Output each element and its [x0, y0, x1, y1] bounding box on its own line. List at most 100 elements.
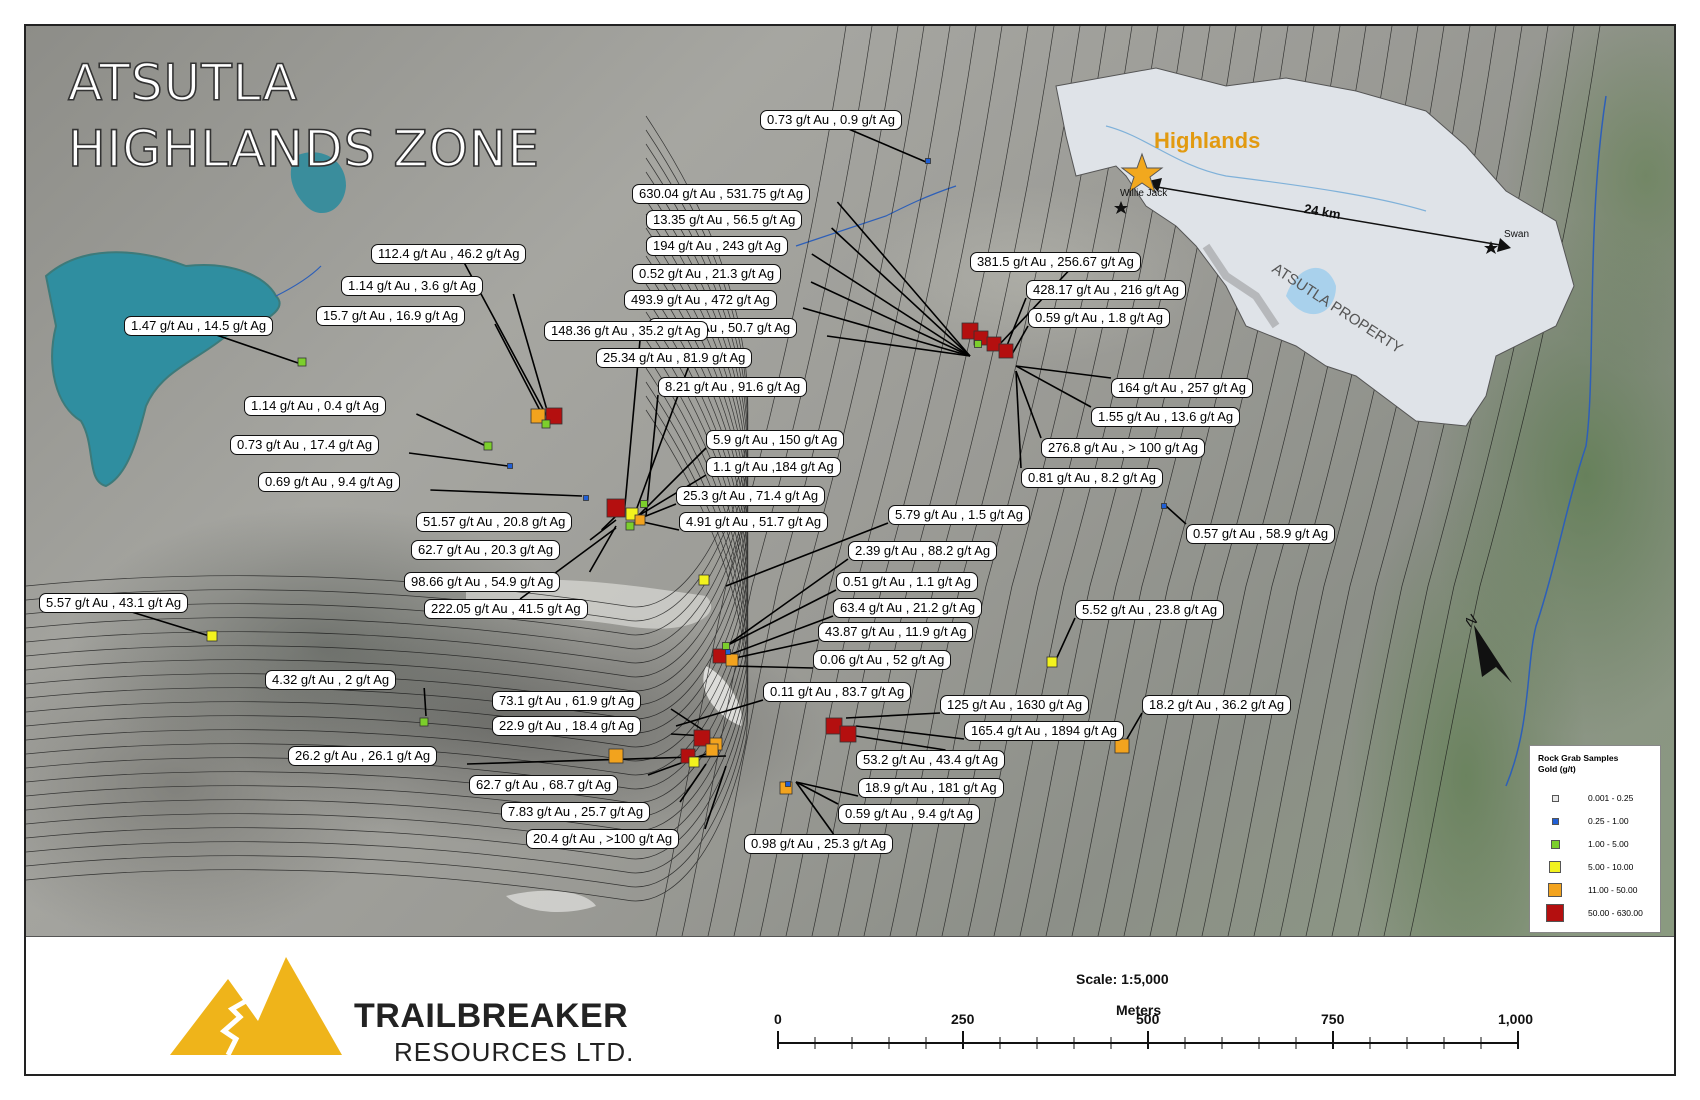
sample-label: 7.83 g/t Au , 25.7 g/t Ag — [501, 802, 651, 822]
sample-label: 381.5 g/t Au , 256.67 g/t Ag — [970, 252, 1141, 272]
sample-label: 0.57 g/t Au , 58.9 g/t Ag — [1186, 524, 1336, 544]
sample-marker — [712, 648, 728, 664]
sample-label: 62.7 g/t Au , 68.7 g/t Ag — [469, 775, 619, 795]
sample-label: 0.59 g/t Au , 1.8 g/t Ag — [1028, 308, 1170, 328]
legend-swatch — [1551, 794, 1559, 802]
leader-line — [512, 293, 552, 425]
legend-swatch — [1549, 861, 1561, 873]
snow-patch — [506, 890, 596, 912]
sample-label: 0.98 g/t Au , 25.3 g/t Ag — [744, 834, 894, 854]
sample-label: 26.2 g/t Au , 26.1 g/t Ag — [288, 746, 438, 766]
sample-label: 62.7 g/t Au , 20.3 g/t Ag — [411, 540, 561, 560]
sample-label: 4.32 g/t Au , 2 g/t Ag — [265, 670, 397, 690]
contour-line — [26, 269, 749, 762]
sample-marker — [1161, 503, 1167, 509]
leader-line — [1015, 365, 1092, 408]
contour-line — [1357, 26, 1549, 936]
sample-marker — [722, 642, 730, 650]
sample-label: 5.57 g/t Au , 43.1 g/t Ag — [39, 593, 189, 613]
sample-label: 63.4 g/t Au , 21.2 g/t Ag — [833, 598, 983, 618]
lake — [44, 251, 281, 488]
sample-marker — [705, 743, 719, 757]
north-arrow-icon: N — [1466, 611, 1512, 683]
scale-tick-label: 250 — [951, 1011, 975, 1027]
leader-line — [1015, 370, 1042, 439]
leader-line — [408, 452, 509, 467]
aerial-map: ATSUTLA HIGHLANDS ZONE ATSUTLA PROPERTY … — [26, 26, 1674, 936]
map-title-line1: ATSUTLA — [67, 53, 298, 113]
legend-range: 0.001 - 0.25 — [1588, 793, 1634, 803]
contour-line — [941, 26, 1133, 936]
sample-label: 194 g/t Au , 243 g/t Ag — [646, 236, 788, 256]
sample-label: 0.11 g/t Au , 83.7 g/t Ag — [763, 682, 912, 702]
trailbreaker-logo-icon — [170, 957, 342, 1057]
contour-line — [655, 26, 847, 936]
leader-line — [731, 665, 814, 669]
sample-label: 53.2 g/t Au , 43.4 g/t Ag — [856, 750, 1006, 770]
leader-line — [1015, 365, 1112, 379]
sample-label: 18.9 g/t Au , 181 g/t Ag — [858, 778, 1004, 798]
leader-line — [588, 525, 617, 573]
legend-swatch — [1551, 817, 1559, 825]
sample-marker — [1046, 656, 1058, 668]
sample-label: 428.17 g/t Au , 216 g/t Ag — [1026, 280, 1187, 300]
sample-marker — [725, 649, 731, 655]
leader-line — [679, 763, 707, 803]
contour-line — [26, 381, 749, 874]
scale-text: Scale: 1:5,000 — [1076, 971, 1169, 987]
sample-label: 0.73 g/t Au , 17.4 g/t Ag — [230, 435, 380, 455]
sample-label: 8.21 g/t Au , 91.6 g/t Ag — [658, 377, 808, 397]
sample-marker — [606, 498, 626, 518]
north-letter: N — [1466, 611, 1481, 631]
legend-swatch — [1550, 839, 1560, 849]
sample-markers — [206, 158, 1167, 795]
sample-label: 73.1 g/t Au , 61.9 g/t Ag — [492, 691, 642, 711]
sample-label: 1.14 g/t Au , 3.6 g/t Ag — [341, 276, 483, 296]
scale-tick-label: 1,000 — [1498, 1011, 1534, 1027]
leader-line — [601, 515, 617, 531]
sample-marker — [825, 717, 843, 735]
contour-line — [26, 409, 749, 902]
sample-marker — [507, 463, 513, 469]
legend-row: 5.00 - 10.00 — [1546, 860, 1633, 874]
sample-marker — [698, 574, 710, 586]
leader-line — [725, 558, 849, 647]
sample-marker — [530, 408, 546, 424]
logo-subtitle: RESOURCES LTD. — [394, 1037, 635, 1067]
sample-label: 112.4 g/t Au , 46.2 g/t Ag — [371, 244, 527, 264]
sample-label: 25.34 g/t Au , 81.9 g/t Ag — [596, 348, 753, 368]
legend-row: 1.00 - 5.00 — [1546, 837, 1629, 851]
creek — [1505, 95, 1607, 787]
sample-marker — [419, 717, 429, 727]
contour-line — [26, 129, 749, 622]
leader-line — [795, 781, 859, 797]
sample-marker — [608, 748, 624, 764]
contour-line — [811, 26, 1003, 936]
contour-line — [759, 26, 951, 936]
sample-label: 5.9 g/t Au , 150 g/t Ag — [706, 430, 845, 450]
legend-title-line: Rock Grab Samples — [1538, 753, 1619, 763]
sample-label: 43.87 g/t Au , 11.9 g/t Ag — [818, 622, 974, 642]
contour-line — [707, 26, 899, 936]
leader-line — [1005, 297, 1027, 349]
sample-label: 0.06 g/t Au , 52 g/t Ag — [813, 650, 952, 670]
sample-label: 5.79 g/t Au , 1.5 g/t Ag — [888, 505, 1030, 525]
sample-marker — [625, 521, 635, 531]
leader-line — [826, 335, 971, 357]
sample-marker — [640, 500, 648, 508]
sample-marker — [688, 756, 700, 768]
lake-small — [290, 152, 346, 214]
sample-label: 15.7 g/t Au , 16.9 g/t Ag — [316, 306, 466, 326]
sample-marker — [785, 781, 791, 787]
leader-line — [802, 307, 971, 357]
sample-label: 0.69 g/t Au , 9.4 g/t Ag — [258, 472, 400, 492]
sample-label: 276.8 g/t Au , > 100 g/t Ag — [1041, 438, 1205, 458]
leader-line — [845, 712, 941, 719]
sample-label: 20.4 g/t Au , >100 g/t Ag — [526, 829, 680, 849]
leader-line — [855, 725, 965, 740]
leader-line — [795, 781, 839, 805]
sample-marker — [998, 343, 1014, 359]
sample-marker — [634, 514, 646, 526]
sample-marker — [583, 495, 589, 501]
